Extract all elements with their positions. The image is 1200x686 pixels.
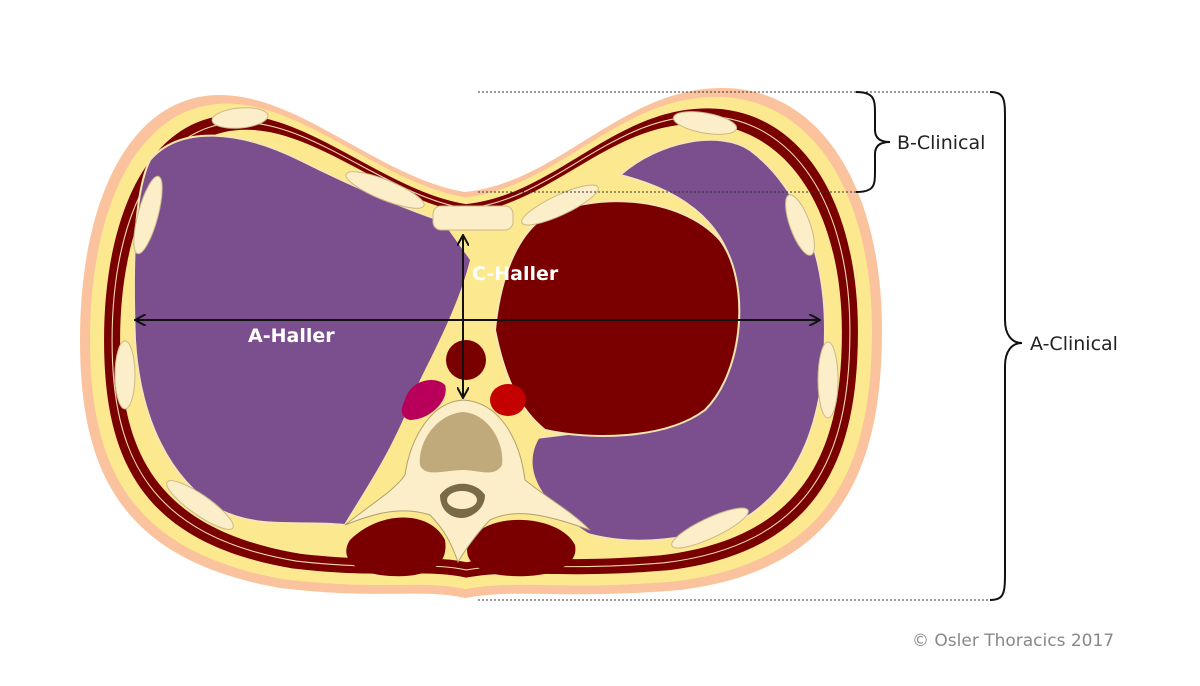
copyright-text: © Osler Thoracics 2017 — [912, 631, 1115, 651]
vertebra — [344, 399, 591, 564]
sternum — [432, 205, 514, 231]
spinal-cord — [447, 491, 477, 509]
aorta — [446, 340, 486, 380]
guide-lines — [478, 91, 990, 601]
b-clinical-label: B-Clinical — [897, 132, 986, 154]
a-clinical-label: A-Clinical — [1030, 333, 1118, 355]
descending-aorta — [490, 384, 526, 416]
c-haller-label: C-Haller — [472, 263, 559, 285]
right-back-muscle — [467, 519, 576, 577]
vertebral-body — [419, 412, 503, 473]
ribs — [114, 107, 839, 549]
azygos-vein — [401, 380, 446, 420]
b-clinical-brace — [855, 91, 891, 193]
left-back-muscle — [346, 517, 446, 577]
a-clinical-brace — [989, 91, 1023, 601]
heart — [493, 200, 741, 437]
a-haller-label: A-Haller — [248, 325, 335, 347]
